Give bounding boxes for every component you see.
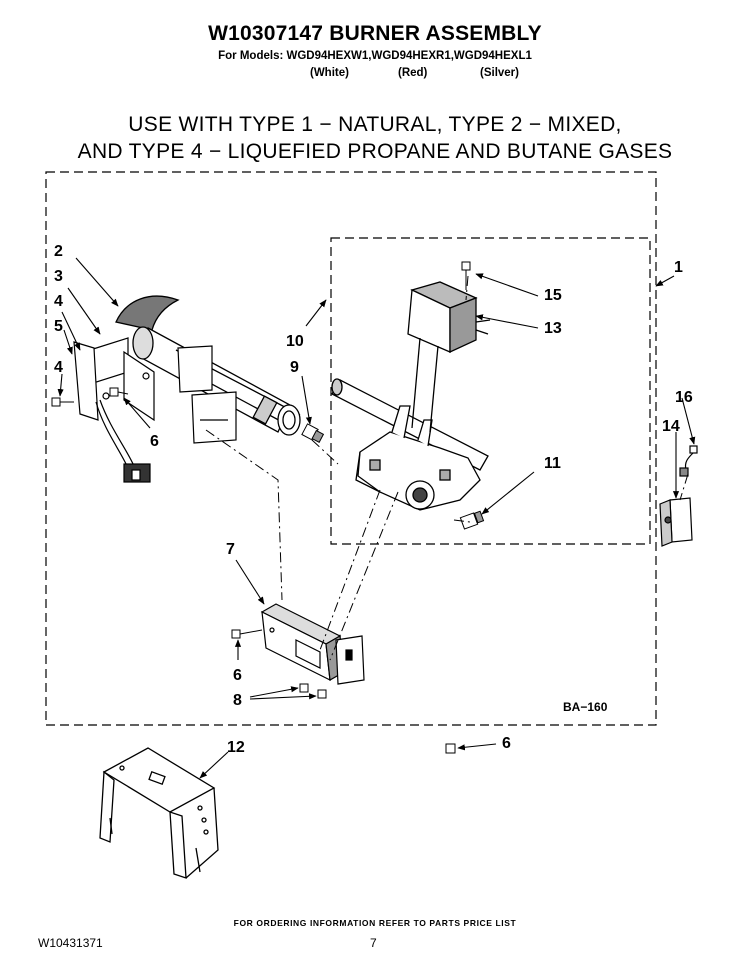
igniter-bracket	[73, 337, 155, 422]
assembly-boundary	[45, 171, 657, 726]
burner-support-bracket	[99, 747, 219, 879]
callout-12: 12	[227, 739, 245, 756]
callout-4: 4	[54, 293, 63, 310]
wire-harness	[95, 399, 151, 483]
callout-11: 11	[544, 455, 561, 472]
orifice	[301, 423, 325, 443]
sensor-bracket	[659, 445, 698, 547]
color-white: (White)	[310, 67, 349, 79]
valve-fitting	[459, 510, 485, 530]
callout-13: 13	[544, 320, 562, 337]
igniter-screws	[51, 387, 129, 407]
callout-1: 1	[674, 259, 683, 276]
leader-lines	[57, 257, 696, 779]
callout-4: 4	[54, 359, 63, 376]
gas-valve	[331, 378, 489, 511]
callout-8: 8	[233, 692, 242, 709]
callout-6: 6	[233, 667, 242, 684]
color-silver: (Silver)	[480, 67, 519, 79]
callout-2: 2	[54, 243, 63, 260]
callout-10: 10	[286, 333, 304, 350]
callout-16: 16	[675, 389, 693, 406]
figure-code: BA−160	[563, 700, 608, 714]
callout-9: 9	[290, 359, 299, 376]
callout-6: 6	[150, 433, 159, 450]
callout-3: 3	[54, 268, 63, 285]
model-list: For Models: WGD94HEXW1,WGD94HEXR1,WGD94H…	[218, 50, 532, 62]
usage-line-1: USE WITH TYPE 1 − NATURAL, TYPE 2 − MIXE…	[128, 113, 622, 136]
manifold-bracket	[260, 603, 365, 685]
bracket-screws	[231, 629, 456, 754]
ordering-note: FOR ORDERING INFORMATION REFER TO PARTS …	[233, 918, 517, 928]
tube-bracket	[177, 345, 237, 444]
document-number: W10431371	[38, 936, 103, 950]
callout-14: 14	[662, 418, 680, 435]
alignment-lines	[205, 275, 689, 661]
color-red: (Red)	[398, 67, 428, 79]
callout-15: 15	[544, 287, 562, 304]
burner-tube	[115, 295, 301, 436]
valve-subassembly-boundary	[330, 237, 651, 545]
solenoid-coil	[407, 281, 491, 433]
usage-line-2: AND TYPE 4 − LIQUEFIED PROPANE AND BUTAN…	[77, 140, 673, 163]
page-title: W10307147 BURNER ASSEMBLY	[208, 22, 542, 45]
solenoid-screw	[461, 261, 471, 290]
callout-6: 6	[502, 735, 511, 752]
page-number: 7	[370, 936, 377, 950]
callout-7: 7	[226, 541, 235, 558]
callout-5: 5	[54, 318, 63, 335]
